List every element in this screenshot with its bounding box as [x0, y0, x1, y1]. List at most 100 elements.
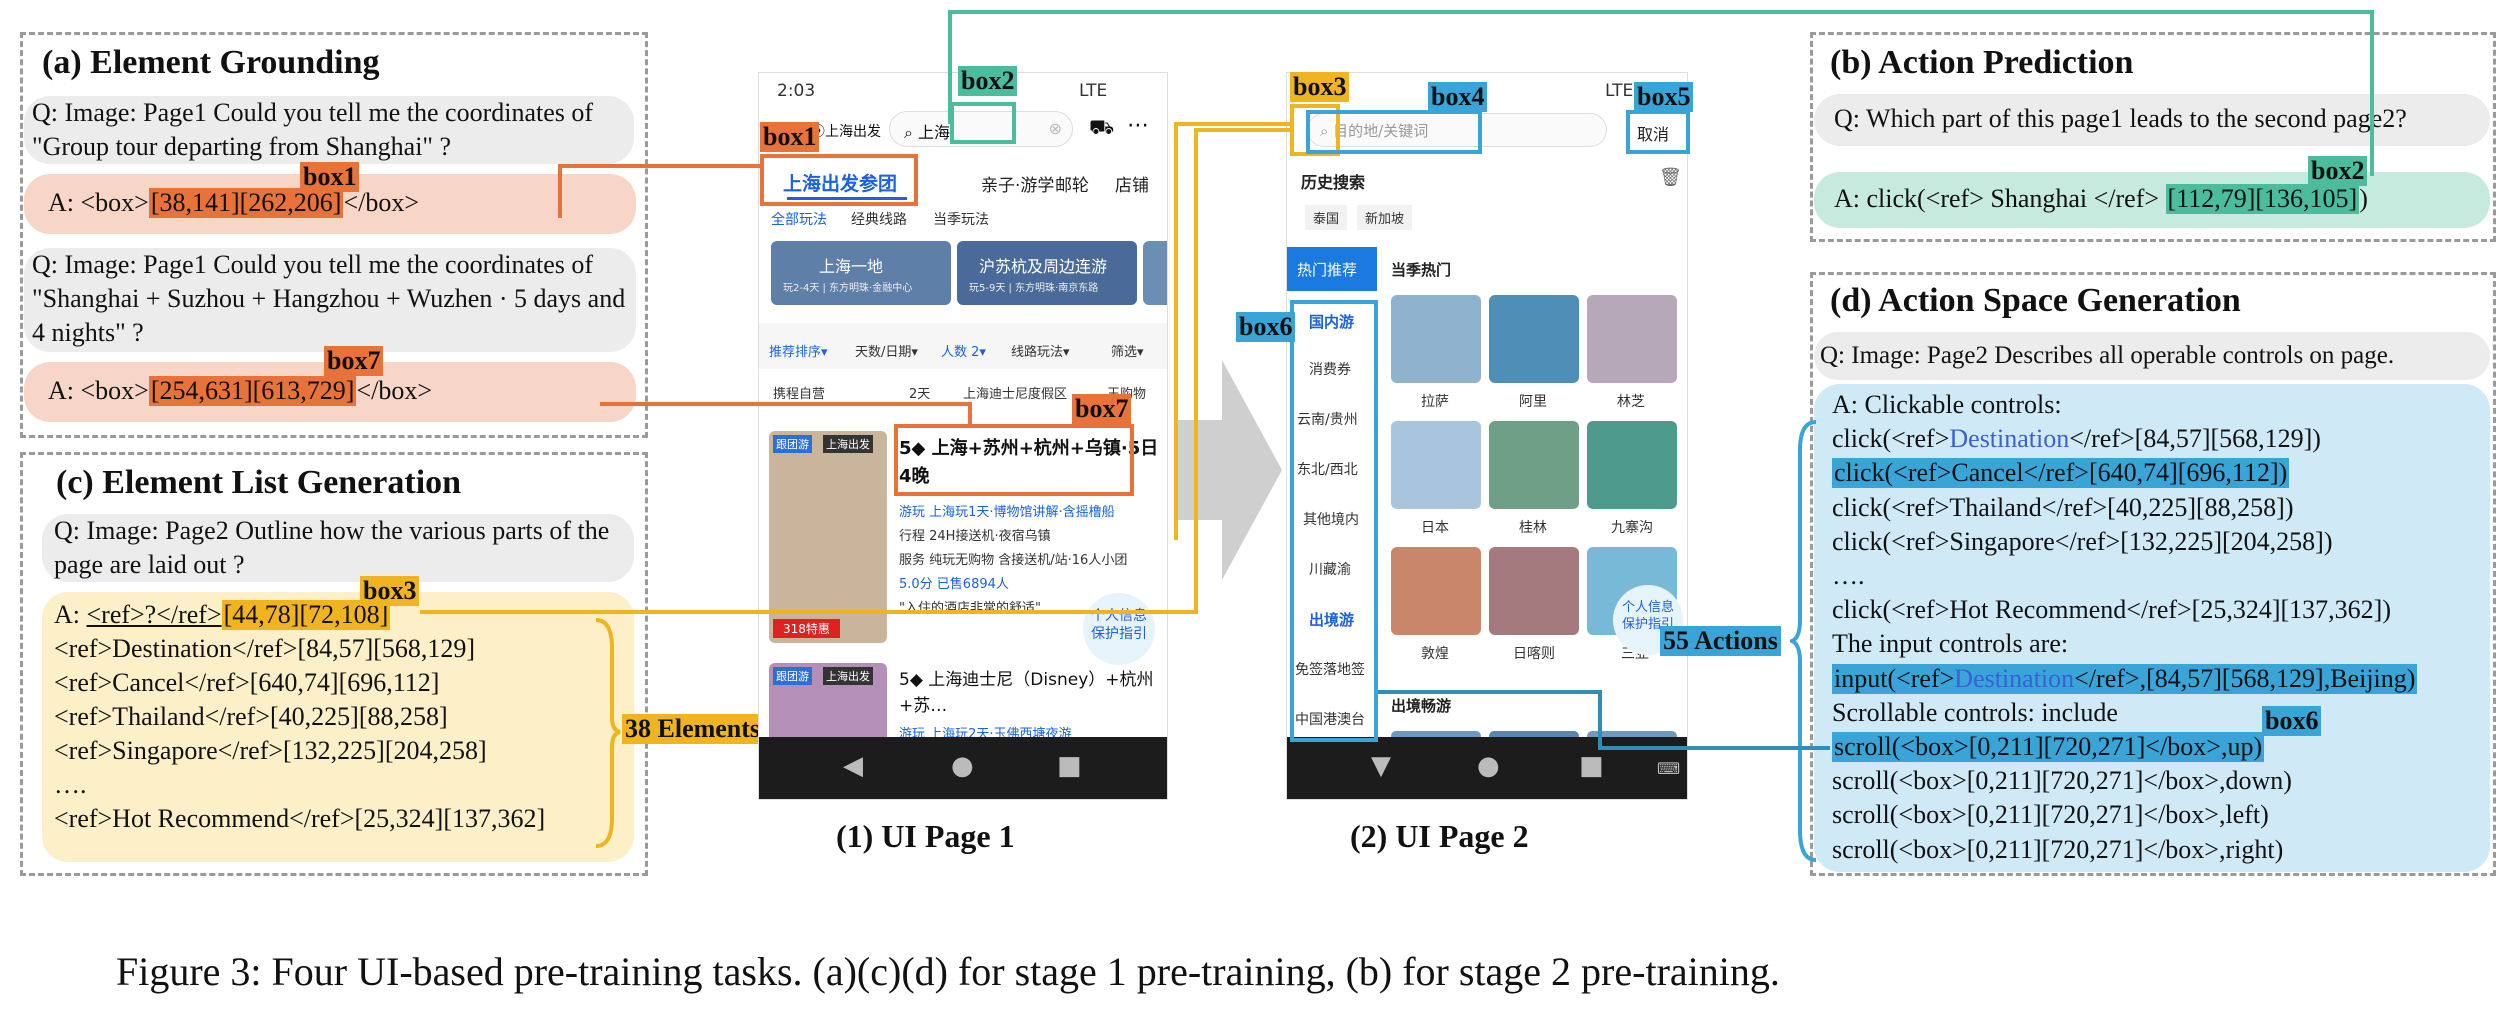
history-chip-singapore[interactable]: 新加坡	[1357, 205, 1413, 230]
season-hot-title: 当季热门	[1391, 261, 1452, 279]
place-dunhuang: 敦煌	[1421, 646, 1449, 662]
place-ali: 阿里	[1519, 394, 1547, 410]
side-other-domestic[interactable]: 其他境内	[1303, 512, 1359, 528]
history-chip-thailand[interactable]: 泰国	[1305, 205, 1348, 230]
tab-parent-child[interactable]: 亲子·游学	[981, 176, 1055, 196]
place-nyingchi-image[interactable]	[1587, 295, 1677, 383]
chip-self-operated[interactable]: 携程自营	[773, 387, 826, 402]
cart-icon[interactable]: ⛟	[1089, 115, 1115, 139]
side-yunnan[interactable]: 云南/贵州	[1297, 412, 1358, 428]
elements-count-label: 38 Elements	[622, 714, 764, 744]
back-icon[interactable]: ▼	[1371, 751, 1391, 781]
place-jiuzhaigou: 九寨沟	[1611, 520, 1653, 536]
outbound-image-3[interactable]	[1587, 731, 1677, 741]
subtab-classic[interactable]: 经典线路	[851, 212, 907, 228]
status-bar: 2:03 LTE	[759, 73, 1167, 109]
place-ali-image[interactable]	[1489, 295, 1579, 383]
chip-disney[interactable]: 上海迪士尼度假区	[963, 387, 1068, 402]
box6-connector	[1378, 690, 1830, 750]
clear-icon[interactable]: ⊗	[1048, 119, 1062, 138]
answer-suffix: </box>	[343, 188, 420, 217]
outbound-image-2[interactable]	[1489, 731, 1579, 741]
destination-search-input[interactable]: ⌕ 目的地/关键词	[1307, 113, 1607, 147]
status-signal: LTE	[1079, 81, 1108, 101]
panel-c-question: Q: Image: Page2 Outline how the various …	[42, 514, 634, 582]
answer-prefix: A:	[54, 600, 87, 629]
side-domestic[interactable]: 国内游	[1309, 313, 1355, 331]
box3-connector	[420, 128, 1290, 614]
side-northeast[interactable]: 东北/西北	[1297, 462, 1358, 478]
promo-card-surrounding[interactable]	[957, 241, 1137, 305]
promo-card-2-sub: 玩5-9天 | 东方明珠·南京东路	[969, 283, 1099, 294]
place-lhasa-image[interactable]	[1391, 295, 1481, 383]
outbound-image-1[interactable]	[1391, 731, 1481, 741]
more-icon[interactable]: ⋯	[1127, 113, 1149, 138]
box7-label-a: box7	[324, 346, 384, 376]
place-guilin: 桂林	[1519, 520, 1547, 536]
answer-ref: <ref>?</ref>	[86, 600, 222, 629]
listing-1-title[interactable]: 5◆ 上海+苏州+杭州+乌镇·5日4晚	[899, 438, 1159, 487]
listing-1-image[interactable]	[769, 431, 887, 643]
subtab-all[interactable]: 全部玩法	[771, 212, 827, 228]
place-shigatse-image[interactable]	[1489, 547, 1579, 635]
place-guilin-image[interactable]	[1489, 421, 1579, 509]
box6-label-d: box6	[2262, 706, 2322, 736]
filter-route[interactable]: 线路玩法▾	[1011, 345, 1070, 360]
home-icon[interactable]: ●	[1477, 751, 1500, 781]
ui-page-1-caption: (1) UI Page 1	[836, 818, 1015, 854]
filter-people[interactable]: 人数 2▾	[941, 345, 986, 360]
panel-b-title: (b) Action Prediction	[1830, 44, 2134, 81]
filter-sort[interactable]: 推荐排序▾	[769, 345, 828, 360]
box4-label-page: box4	[1428, 82, 1488, 112]
answer-suffix: )	[2359, 184, 2368, 213]
privacy-float-button[interactable]: 个人信息保护指引	[1083, 593, 1155, 665]
recents-icon[interactable]: ■	[1579, 751, 1604, 781]
tab-shanghai-group-tour[interactable]: 上海出发参团	[783, 173, 898, 195]
tab-cruise[interactable]: 邮轮	[1055, 176, 1089, 196]
promo-card-1-sub: 玩2-4天 | 东方明珠·金融中心	[783, 283, 913, 294]
chip-2-days[interactable]: 2天	[909, 387, 931, 402]
side-visa-free[interactable]: 免签落地签	[1295, 662, 1365, 678]
side-voucher[interactable]: 消费券	[1309, 362, 1351, 378]
listing-2-title[interactable]: 5◆ 上海迪士尼（Disney）+杭州+苏…	[899, 670, 1154, 716]
subtab-season[interactable]: 当季玩法	[933, 212, 989, 228]
search-text: 上海	[918, 123, 951, 142]
side-hk-macao-tw[interactable]: 中国港澳台	[1295, 712, 1365, 728]
box5-highlight	[1626, 110, 1690, 154]
delete-history-icon[interactable]: 🗑	[1659, 167, 1682, 188]
back-icon[interactable]: ◀	[843, 751, 863, 781]
ui-page-2: LTE ⌕ 目的地/关键词 取消 历史搜索 🗑 泰国 新加坡 热门推荐 当季热门…	[1286, 72, 1688, 800]
box2-connector	[948, 10, 2374, 176]
cancel-button[interactable]: 取消	[1637, 125, 1670, 144]
side-outbound[interactable]: 出境游	[1309, 611, 1355, 629]
filter-days[interactable]: 天数/日期▾	[855, 345, 918, 360]
actions-brace	[1790, 420, 1817, 862]
hot-recommend-tab[interactable]: 热门推荐	[1287, 247, 1377, 291]
place-dunhuang-image[interactable]	[1391, 547, 1481, 635]
filter-more[interactable]: 筛选▾	[1111, 345, 1144, 360]
box3-connector-top	[1174, 122, 1290, 540]
element-line: <ref>Cancel</ref>[640,74][696,112]	[54, 668, 440, 697]
privacy-float-button[interactable]: 个人信息保护指引	[1613, 585, 1683, 655]
listing-1-score: 5.0分 已售6894人	[899, 577, 1009, 592]
box5-label-page: box5	[1634, 82, 1694, 112]
input-header: The input controls are:	[1832, 629, 2069, 659]
action-line: input(<ref>Destination</ref>,[84,57][568…	[1832, 662, 2418, 696]
panel-a-answer-2: A: <box>[254,631][613,729]</box>	[24, 362, 636, 422]
recents-icon[interactable]: ■	[1057, 751, 1082, 781]
place-jiuzhaigou-image[interactable]	[1587, 421, 1677, 509]
box2-label-b: box2	[2308, 156, 2368, 186]
keyboard-icon[interactable]: ⌨	[1657, 759, 1681, 778]
box3-label-page: box3	[1290, 72, 1350, 102]
home-icon[interactable]: ●	[951, 751, 974, 781]
element-line: <ref>Thailand</ref>[40,225][88,258]	[54, 702, 448, 731]
place-japan-image[interactable]	[1391, 421, 1481, 509]
box1-highlight	[760, 154, 918, 206]
side-sichuan[interactable]: 川藏渝	[1309, 562, 1351, 578]
tab-store[interactable]: 店铺	[1115, 176, 1149, 196]
promo-card-shanghai[interactable]	[771, 241, 951, 305]
listing-1-line-1: 游玩 上海玩1天·博物馆讲解·含摇橹船	[899, 505, 1115, 520]
promo-card-more[interactable]	[1143, 241, 1167, 305]
search-input[interactable]: ⌕ 上海 ⊗	[889, 111, 1073, 147]
system-nav-bar: ◀ ● ■	[759, 737, 1167, 799]
